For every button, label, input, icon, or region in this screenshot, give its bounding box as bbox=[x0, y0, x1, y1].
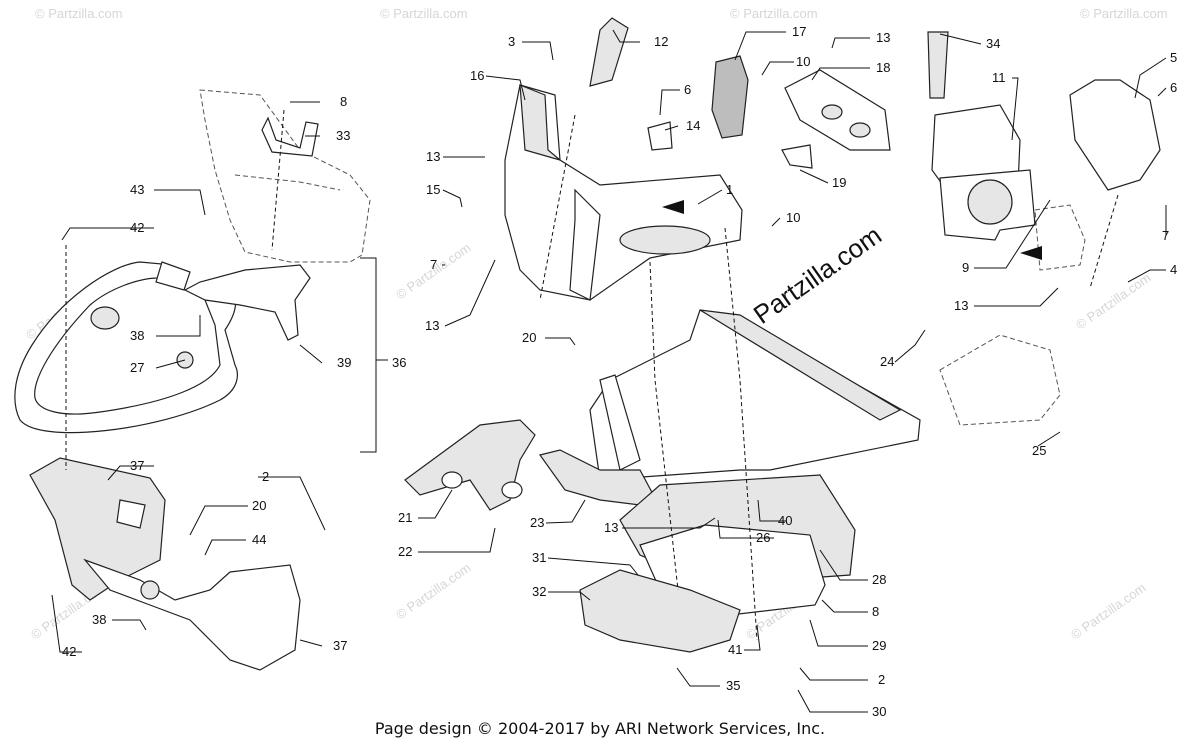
callout-44: 44 bbox=[252, 532, 266, 547]
callout-40: 40 bbox=[778, 513, 792, 528]
callout-18: 18 bbox=[876, 60, 890, 75]
callout-43: 43 bbox=[130, 182, 144, 197]
callout-8: 8 bbox=[872, 604, 879, 619]
callout-7: 7 bbox=[1162, 228, 1169, 243]
callout-8: 8 bbox=[340, 94, 347, 109]
bracket-33 bbox=[261, 116, 319, 157]
callout-38: 38 bbox=[130, 328, 144, 343]
watermark: © Partzilla.com bbox=[730, 6, 818, 21]
mount-5 bbox=[1069, 79, 1161, 191]
callouts: 8 33 43 42 38 27 39 36 37 2 20 44 38 37 … bbox=[62, 24, 1177, 719]
callout-1: 1 bbox=[726, 182, 733, 197]
callout-20: 20 bbox=[522, 330, 536, 345]
callout-11: 11 bbox=[992, 70, 1006, 85]
skid-plate-32 bbox=[579, 569, 741, 653]
ghost-bracket bbox=[1034, 204, 1086, 271]
bracket-19 bbox=[781, 144, 813, 169]
callout-20: 20 bbox=[252, 498, 266, 513]
callout-24: 24 bbox=[880, 354, 894, 369]
body-panel-outline bbox=[199, 89, 371, 263]
watermark: © Partzilla.com bbox=[1080, 6, 1168, 21]
leader-lines bbox=[51, 29, 1167, 713]
callout-23: 23 bbox=[530, 515, 544, 530]
callout-15: 15 bbox=[426, 182, 440, 197]
callout-36: 36 bbox=[392, 355, 406, 370]
callout-2: 2 bbox=[262, 469, 269, 484]
callout-37: 37 bbox=[130, 458, 144, 473]
callout-5: 5 bbox=[1170, 50, 1177, 65]
callout-30: 30 bbox=[872, 704, 886, 719]
arrow-marker bbox=[1020, 246, 1042, 260]
front-bulkhead bbox=[504, 84, 743, 301]
callout-13: 13 bbox=[426, 149, 440, 164]
page-footer: Page design © 2004-2017 by ARI Network S… bbox=[374, 719, 826, 738]
callout-10: 10 bbox=[786, 210, 800, 225]
callout-33: 33 bbox=[336, 128, 350, 143]
callout-13: 13 bbox=[425, 318, 439, 333]
callout-13: 13 bbox=[954, 298, 968, 313]
arrow-marker bbox=[662, 200, 684, 214]
callout-17: 17 bbox=[792, 24, 806, 39]
callout-7: 7 bbox=[430, 257, 437, 272]
watermark: © Partzilla.com bbox=[1073, 270, 1153, 333]
callout-22: 22 bbox=[398, 544, 412, 559]
bracket-36-line bbox=[360, 257, 388, 453]
callout-34: 34 bbox=[986, 36, 1000, 51]
front-skid-plate bbox=[29, 457, 301, 671]
bracket-14 bbox=[647, 121, 673, 151]
callout-42: 42 bbox=[62, 644, 76, 659]
callout-13: 13 bbox=[876, 30, 890, 45]
watermark: © Partzilla.com bbox=[35, 6, 123, 21]
callout-14: 14 bbox=[686, 118, 700, 133]
callout-9: 9 bbox=[962, 260, 969, 275]
callout-35: 35 bbox=[726, 678, 740, 693]
callout-2: 2 bbox=[878, 672, 885, 687]
frame-assembly bbox=[589, 309, 921, 481]
plate-12 bbox=[589, 17, 629, 87]
callout-31: 31 bbox=[532, 550, 546, 565]
callout-42: 42 bbox=[130, 220, 144, 235]
bracket-39 bbox=[183, 264, 311, 341]
callout-10: 10 bbox=[796, 54, 810, 69]
callout-12: 12 bbox=[654, 34, 668, 49]
callout-21: 21 bbox=[398, 510, 412, 525]
watermark: © Partzilla.com bbox=[1068, 580, 1148, 643]
callout-29: 29 bbox=[872, 638, 886, 653]
callout-3: 3 bbox=[508, 34, 515, 49]
watermark: © Partzilla.com bbox=[393, 560, 473, 623]
watermarks: © Partzilla.com © Partzilla.com © Partzi… bbox=[23, 6, 1167, 642]
watermark: © Partzilla.com bbox=[380, 6, 468, 21]
callout-38: 38 bbox=[92, 612, 106, 627]
callout-41: 41 bbox=[728, 642, 742, 657]
front-bumper bbox=[14, 261, 238, 434]
frame-rail-ghost bbox=[939, 334, 1061, 426]
centerlines bbox=[65, 109, 1119, 641]
callout-19: 19 bbox=[832, 175, 846, 190]
callout-26: 26 bbox=[756, 530, 770, 545]
callout-32: 32 bbox=[532, 584, 546, 599]
callout-37: 37 bbox=[333, 638, 347, 653]
callout-27: 27 bbox=[130, 360, 144, 375]
callout-13: 13 bbox=[604, 520, 618, 535]
callout-39: 39 bbox=[337, 355, 351, 370]
bracket-17 bbox=[711, 55, 749, 139]
callout-25: 25 bbox=[1032, 443, 1046, 458]
body-panel-edge bbox=[234, 174, 341, 191]
callout-4: 4 bbox=[1170, 262, 1177, 277]
callout-28: 28 bbox=[872, 572, 886, 587]
callout-6: 6 bbox=[1170, 80, 1177, 95]
callout-16: 16 bbox=[470, 68, 484, 83]
filter-34 bbox=[927, 31, 949, 99]
callout-6: 6 bbox=[684, 82, 691, 97]
